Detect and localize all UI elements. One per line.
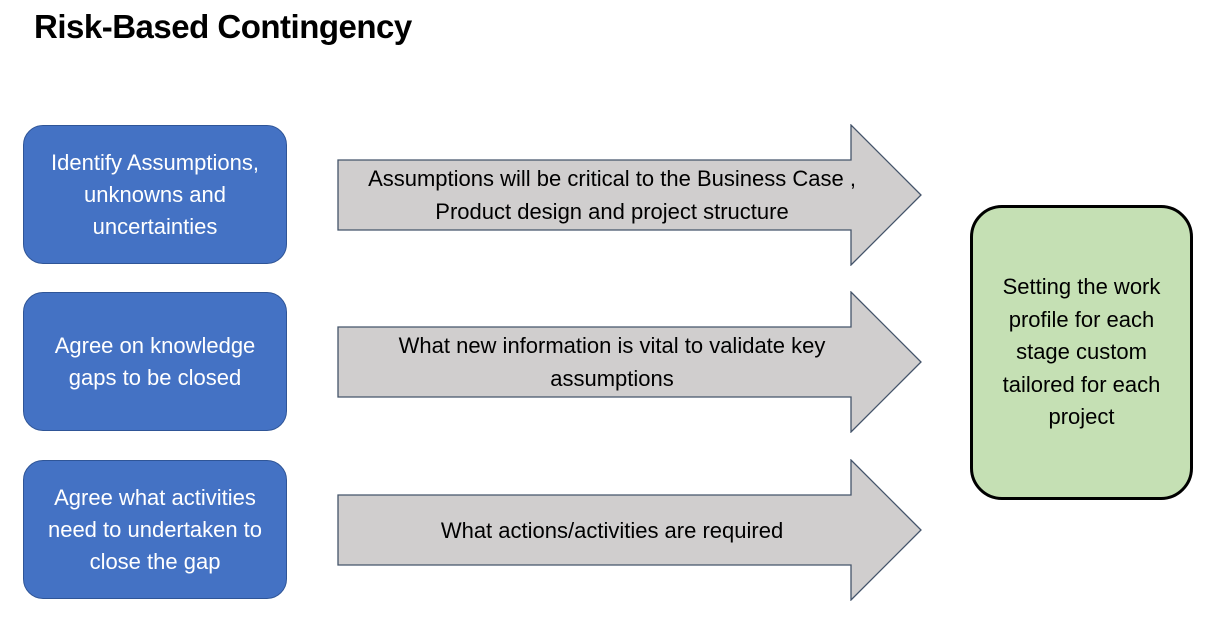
arrow-text: What actions/activities are required: [440, 517, 784, 543]
page-title: Risk-Based Contingency: [34, 8, 412, 45]
arrow-shape: [337, 291, 922, 433]
step-box-knowledge-gaps: Agree on knowledge gaps to be closed: [23, 292, 287, 431]
step-box-activities: Agree what activities need to undertaken…: [23, 460, 287, 599]
arrow-text: Assumptions will be critical to the Busi…: [368, 166, 856, 224]
arrow-new-information: What new information is vital to validat…: [337, 291, 922, 433]
arrow-assumptions: Assumptions will be critical to the Busi…: [337, 124, 922, 266]
arrow-actions: What actions/activities are required: [337, 459, 922, 601]
arrow-text: What new information is vital to validat…: [398, 333, 826, 391]
step-box-identify-assumptions: Identify Assumptions, unknowns and uncer…: [23, 125, 287, 264]
arrow-shape: [337, 459, 922, 601]
outcome-box: Setting the work profile for each stage …: [970, 205, 1193, 500]
arrow-shape: [337, 124, 922, 266]
